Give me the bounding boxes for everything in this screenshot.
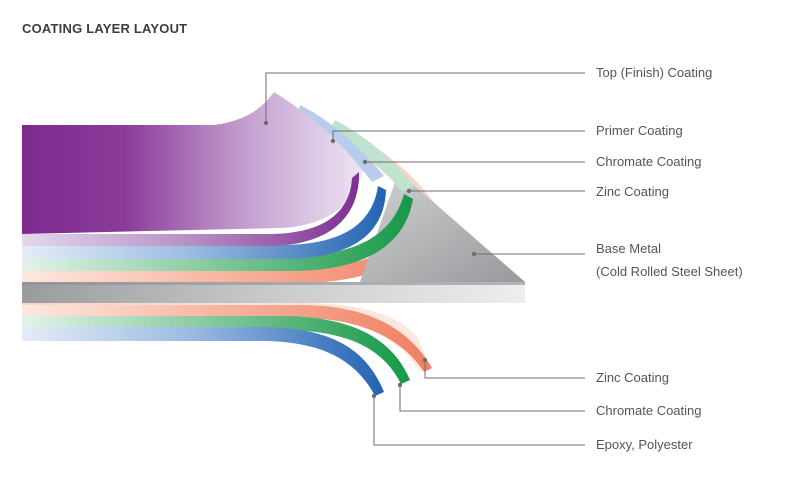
dot-primer bbox=[330, 138, 336, 144]
dot-zinc-lower bbox=[422, 357, 428, 363]
dot-chromate-upper bbox=[362, 159, 368, 165]
label-zinc-coating-lower: Zinc Coating bbox=[596, 370, 669, 385]
label-chromate-coating-upper: Chromate Coating bbox=[596, 154, 702, 169]
label-primer-coating: Primer Coating bbox=[596, 123, 683, 138]
label-base-metal-detail: (Cold Rolled Steel Sheet) bbox=[596, 264, 743, 279]
leader-epoxy bbox=[373, 396, 585, 446]
diagram-title: COATING LAYER LAYOUT bbox=[22, 21, 188, 36]
leader-chromate-lower bbox=[399, 385, 585, 412]
dot-base-metal bbox=[471, 251, 477, 257]
dot-chromate-lower bbox=[397, 382, 403, 388]
label-epoxy-polyester: Epoxy, Polyester bbox=[596, 437, 693, 452]
leader-top-finish bbox=[265, 72, 585, 123]
dot-zinc-upper bbox=[406, 188, 412, 194]
dot-top-finish bbox=[263, 120, 269, 126]
dot-epoxy bbox=[371, 393, 377, 399]
leader-lines bbox=[265, 72, 585, 446]
upper-top-coating-layer bbox=[22, 92, 362, 246]
label-top-finish-coating: Top (Finish) Coating bbox=[596, 65, 713, 80]
label-zinc-coating-upper: Zinc Coating bbox=[596, 184, 669, 199]
label-base-metal: Base Metal bbox=[596, 241, 662, 256]
leader-zinc-lower bbox=[424, 360, 585, 379]
upper-chromate-layer bbox=[22, 120, 414, 271]
lower-epoxy-layer bbox=[22, 327, 384, 396]
label-chromate-coating-lower: Chromate Coating bbox=[596, 403, 702, 418]
leader-dots bbox=[263, 120, 477, 399]
leader-primer bbox=[332, 130, 585, 141]
